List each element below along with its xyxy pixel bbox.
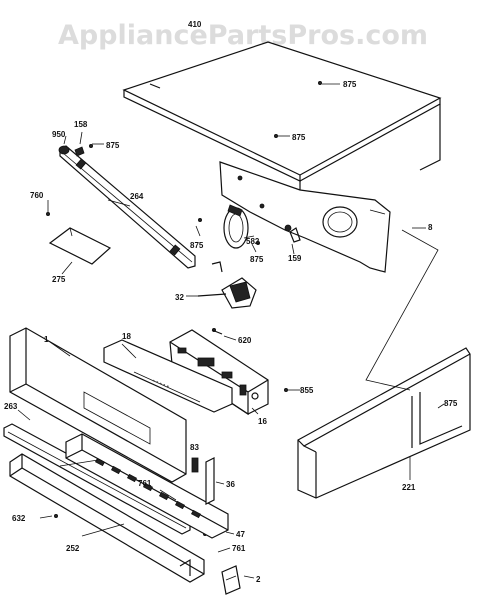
part-158 [74,146,85,157]
label-410: 410 [188,20,202,29]
part-2 [221,565,241,595]
label-47: 47 [236,530,245,539]
label-8: 8 [428,223,433,232]
label-159: 159 [288,254,302,263]
label-32: 32 [175,293,184,302]
leader-lines [17,83,445,579]
part-36 [205,457,215,505]
label-632: 632 [12,514,26,523]
label-875-d: 875 [106,141,120,150]
label-252: 252 [66,544,80,553]
label-582: 582 [246,237,260,246]
screws [46,81,437,537]
label-18: 18 [122,332,131,341]
bottom-channel-252 [9,453,205,583]
watermark-text: AppliancePartsPros.com [58,20,428,51]
part-32 [197,261,257,309]
trim-263 [3,423,191,535]
label-761-b: 761 [232,544,246,553]
label-875-a: 875 [343,80,357,89]
label-620: 620 [238,336,252,345]
control-bracket [219,161,391,273]
label-1: 1 [44,335,49,344]
switch-strip [65,433,229,539]
label-760: 760 [30,191,44,200]
top-panel [122,41,442,190]
part-159 [289,227,301,243]
label-263: 263 [4,402,18,411]
label-875-f: 875 [250,255,264,264]
part-83 [191,457,199,473]
label-2: 2 [256,575,261,584]
label-950: 950 [52,130,66,139]
label-36: 36 [226,480,235,489]
part-labels: 410 875 875 875 950 158 760 264 275 8 87… [4,20,458,584]
label-83: 83 [190,443,199,452]
part-582 [223,204,249,249]
label-875-b: 875 [292,133,306,142]
label-875-g: 875 [444,399,458,408]
right-panel-221 [297,347,471,499]
label-221: 221 [402,483,416,492]
label-275: 275 [52,275,66,284]
part-950 [58,145,70,155]
label-264: 264 [130,192,144,201]
part-620 [211,329,223,335]
label-158: 158 [74,120,88,129]
label-875-e: 875 [190,241,204,250]
label-855: 855 [300,386,314,395]
label-16: 16 [258,417,267,426]
label-761-a: 761 [138,479,152,488]
left-rail [59,145,196,269]
control-panel-1 [9,327,187,483]
bracket-275 [48,227,112,265]
